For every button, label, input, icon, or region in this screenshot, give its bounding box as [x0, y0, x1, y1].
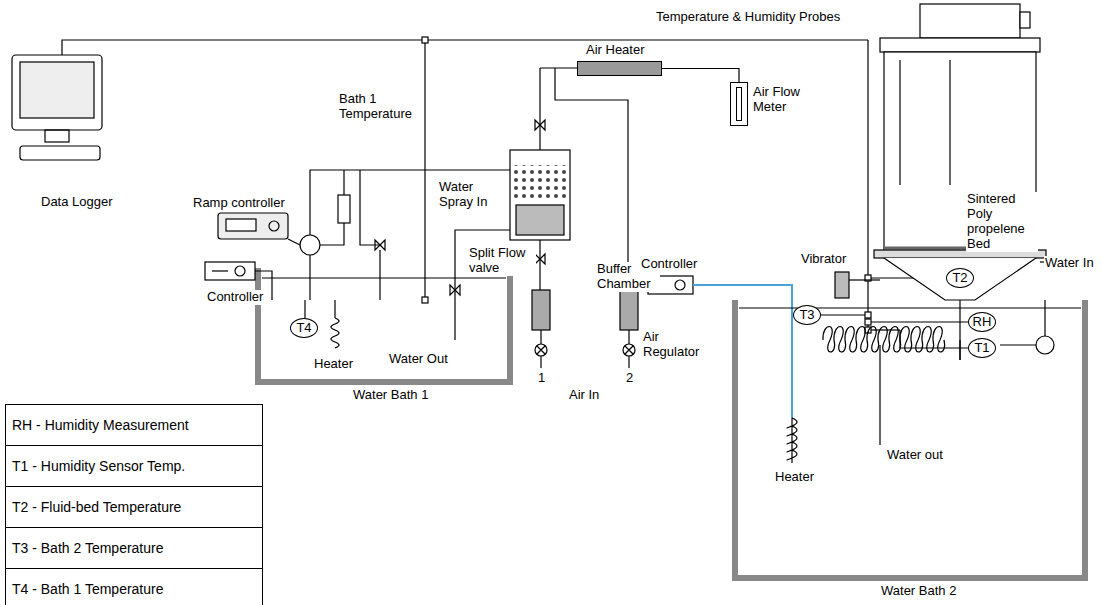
part-label: Water Out [388, 352, 449, 367]
sensor-tag: RH [973, 315, 992, 330]
part-label: Controller [640, 257, 698, 272]
legend-line: T3 - Bath 2 Temperature [6, 528, 262, 569]
part-label: 1 [537, 371, 546, 386]
part-label: Ramp controller [192, 196, 286, 211]
device-label: Air Flow Meter [753, 85, 811, 115]
part-label: Heater [774, 470, 815, 485]
sensor-circle: T4 [290, 318, 318, 338]
device-label: Air Heater [586, 43, 645, 58]
part-label: Water out [886, 448, 944, 463]
air-line [662, 69, 739, 83]
legend-line: T1 - Humidity Sensor Temp. [6, 446, 262, 487]
part-label: 2 [625, 371, 634, 386]
sensor-circle: RH [968, 312, 996, 332]
sensor-circle: T1 [968, 338, 996, 358]
part-label: Water Spray In [438, 180, 500, 210]
legend-line: RH - Humidity Measurement [6, 405, 262, 446]
air-heater: Air Heater [577, 61, 662, 76]
part-label: Temperature & Humidity Probes [655, 10, 841, 25]
part-label: Water Bath 2 [880, 584, 957, 599]
legend-line: T2 - Fluid-bed Temperature [6, 487, 262, 528]
part-label: Sintered Poly propelene Bed [966, 192, 1038, 252]
part-label: Vibrator [800, 252, 847, 267]
sensor-circle: T2 [946, 268, 974, 288]
part-label: Air Regulator [642, 330, 714, 360]
legend-line: T4 - Bath 1 Temperature [6, 569, 262, 605]
sensor-tag: T1 [974, 341, 989, 356]
part-label: Air In [568, 388, 600, 403]
part-label: Water In [1044, 256, 1095, 271]
part-label: Bath 1 Temperature [338, 92, 422, 122]
sensor-tag: T4 [296, 321, 311, 336]
sensor-circle: T3 [793, 305, 821, 325]
meter-tube [736, 87, 742, 121]
sensor-tag: T2 [952, 271, 967, 286]
part-label: Heater [313, 357, 354, 372]
sensor-tag: T3 [799, 308, 814, 323]
part-label: Split Flow valve [468, 246, 536, 276]
legend-box: RH - Humidity MeasurementT1 - Humidity S… [5, 404, 263, 605]
part-label: Water Bath 1 [352, 388, 429, 403]
air-flow-meter: Air Flow Meter [730, 82, 748, 126]
part-label: Data Logger [40, 195, 114, 210]
part-label: Controller [206, 290, 264, 305]
